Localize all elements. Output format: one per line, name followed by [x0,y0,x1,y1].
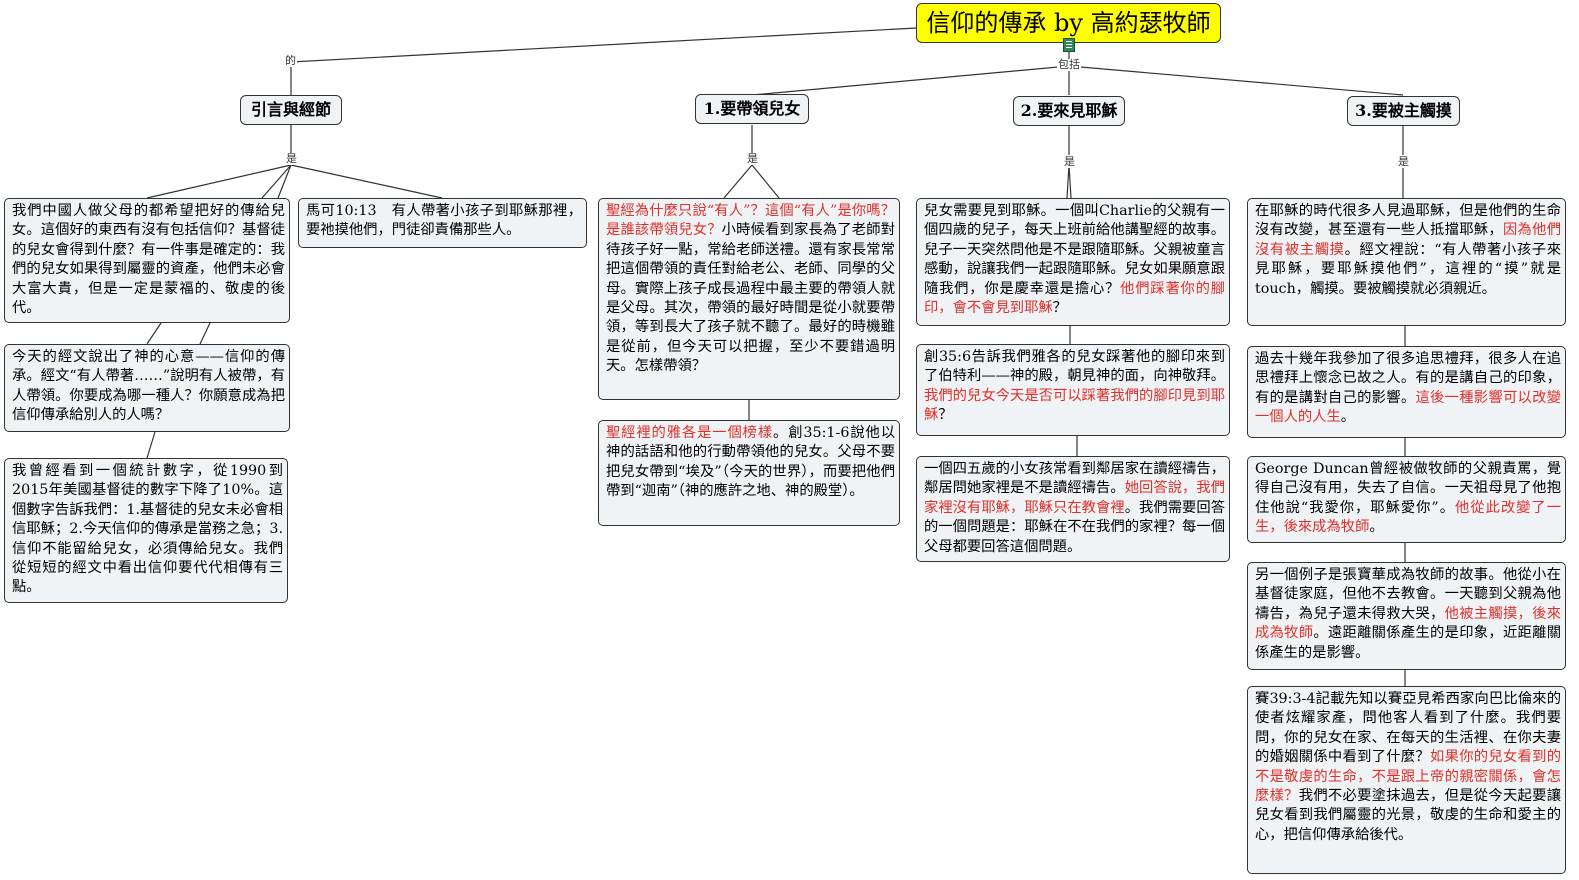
touched-note-1-highlight: 因為他們沒有被主觸摸 [1255,222,1562,258]
touched-note-2-text: 過去十幾年我參加了很多追思禮拜，很多人在追思禮拜上懷念已故之人。有的是講自己的印… [1255,351,1561,406]
see-jesus-note-2-highlight: 我們的兒女今天是否可以踩著我們的腳印見到耶穌 [924,387,1225,424]
touched-note-3-text: George Duncan曾經被做牧師的父親責罵，覺得自己沒有用，失去了自信。一… [1255,461,1561,516]
intro-note-1[interactable]: 我們中國人做父母的都希望把好的傳給兒女。這個好的東西有沒有包括信仰？基督徒的兒女… [4,198,290,323]
touched-note-3[interactable]: George Duncan曾經被做牧師的父親責罵，覺得自己沒有用，失去了自信。一… [1247,456,1566,543]
touched-note-5-end: 我們不必要塗抹過去，但是從今天起要讓兒女看到我們屬靈的光景，敬虔的生命和愛主的心… [1255,788,1562,843]
touched-note-3-end: 。 [1369,519,1384,536]
see-jesus-note-2[interactable]: 創35:6告訴我們雅各的兒女踩著他的腳印來到了伯特利——神的殿，朝見神的面，向神… [916,344,1230,436]
note-icon[interactable] [1063,38,1075,52]
touched-note-1-end: 。經文裡說：“有人帶著小孩子來見耶穌，要耶穌摸他們”，這裡的“摸”就是touch… [1255,241,1561,297]
touched-note-1-text: 在耶穌的時代很多人見過耶穌，但是他們的生命沒有改變，甚至還有一些人抵擋耶穌， [1255,203,1561,239]
see-jesus-note-2-end: ？ [938,407,953,424]
touched-note-3-highlight: 他從此改變了一生，後來成為牧師 [1255,499,1561,536]
touched-note-2[interactable]: 過去十幾年我參加了很多追思禮拜，很多人在追思禮拜上懷念已故之人。有的是講自己的印… [1247,346,1566,438]
connector-label-main: 包括 [1057,58,1081,71]
central-topic[interactable]: 信仰的傳承 by 高約瑟牧師 [916,3,1221,43]
see-jesus-note-1-text: 兒女需要見到耶穌。一個叫Charlie的父親有一個四歲的兒子，每天上班前給他講聖… [924,203,1225,297]
connector-label-b3-is: 是 [1397,155,1410,168]
touched-note-5[interactable]: 賽39:3-4記載先知以賽亞見希西家向巴比倫來的使者炫耀家產，問他客人看到了什麼… [1247,686,1566,874]
see-jesus-note-1[interactable]: 兒女需要見到耶穌。一個叫Charlie的父親有一個四歲的兒子，每天上班前給他講聖… [916,198,1230,326]
touched-note-5-highlight: 如果你的兒女看到的不是敬虔的生命，不是跟上帝的親密關係，會怎麼樣？ [1255,749,1562,805]
branch-see-jesus[interactable]: 2.要來見耶穌 [1013,96,1125,126]
see-jesus-note-3-end: 。我們需要回答的一個問題是：耶穌在不在我們的家裡？每一個父母都要回答這個問題。 [924,499,1226,555]
touched-note-4[interactable]: 另一個例子是張寶華成為牧師的故事。他從小在基督徒家庭，但他不去教會。一天聽到父親… [1247,562,1566,670]
touched-note-4-highlight: 他被主觸摸，後來成為牧師 [1255,605,1562,642]
lead-note-1-highlight: 聖經為什麼只說“有人”？這個“有人”是你嗎？是誰該帶領兒女？ [606,203,895,239]
touched-note-4-end: 。遠距離關係產生的是印象，近距離關係產生的是影響。 [1255,625,1562,661]
see-jesus-note-3[interactable]: 一個四五歲的小女孩常看到鄰居家在讀經禱告，鄰居問她家裡是不是讀經禱告。她回答說，… [916,456,1230,562]
connector-label-b1-is: 是 [746,152,759,165]
touched-note-4-text: 另一個例子是張寶華成為牧師的故事。他從小在基督徒家庭，但他不去教會。一天聽到父親… [1255,567,1561,622]
branch-lead-children[interactable]: 1.要帶領兒女 [695,94,809,124]
intro-note-3[interactable]: 我曾經看到一個統計數字，從1990到2015年美國基督徒的數字下降了10%。這個… [4,458,288,603]
branch-touched-by-lord[interactable]: 3.要被主觸摸 [1347,96,1460,126]
lead-note-2-text: 。創35:1-6說他以神的話語和他的行動帶領他的兒女。父母不要把兒女帶到“埃及”… [606,425,895,500]
connector-label-b2-is: 是 [1063,155,1076,168]
intro-note-2[interactable]: 今天的經文說出了神的心意——信仰的傳承。經文“有人帶著……”說明有人被帶，有人帶… [4,344,290,432]
see-jesus-note-3-highlight: 她回答說，我們家裡沒有耶穌，耶穌只在教會裡 [924,480,1226,516]
touched-note-5-text: 賽39:3-4記載先知以賽亞見希西家向巴比倫來的使者炫耀家產，問他客人看到了什麼… [1255,691,1561,766]
branch-intro[interactable]: 引言與經節 [240,95,342,125]
lead-note-1-text: 小時候看到家長為了老師對待孩子好一點，常給老師送禮。還有家長常常把這個帶領的責任… [606,222,896,375]
lead-note-1[interactable]: 聖經為什麼只說“有人”？這個“有人”是你嗎？是誰該帶領兒女？小時候看到家長為了老… [598,198,900,400]
see-jesus-note-3-text: 一個四五歲的小女孩常看到鄰居家在讀經禱告，鄰居問她家裡是不是讀經禱告。 [924,461,1225,497]
connector-label-intro: 的 [284,54,297,67]
touched-note-2-highlight: 這後一種影響可以改變一個人的人生 [1255,389,1561,426]
lead-note-2-highlight: 聖經裡的雅各是一個榜樣 [606,425,774,441]
see-jesus-note-1-highlight: 他們踩著你的腳印，會不會見到耶穌 [924,280,1226,317]
lead-note-2[interactable]: 聖經裡的雅各是一個榜樣。創35:1-6說他以神的話語和他的行動帶領他的兒女。父母… [598,420,900,526]
see-jesus-note-2-text: 創35:6告訴我們雅各的兒女踩著他的腳印來到了伯特利——神的殿，朝見神的面，向神… [924,349,1225,385]
connector-label-intro-is: 是 [285,152,298,165]
touched-note-2-end: 。 [1340,409,1356,426]
touched-note-1[interactable]: 在耶穌的時代很多人見過耶穌，但是他們的生命沒有改變，甚至還有一些人抵擋耶穌，因為… [1247,198,1566,326]
intro-note-scripture[interactable]: 馬可10:13 有人帶著小孩子到耶穌那裡，要祂摸他們，門徒卻責備那些人。 [298,198,587,248]
see-jesus-note-1-end: ？ [1052,300,1067,317]
